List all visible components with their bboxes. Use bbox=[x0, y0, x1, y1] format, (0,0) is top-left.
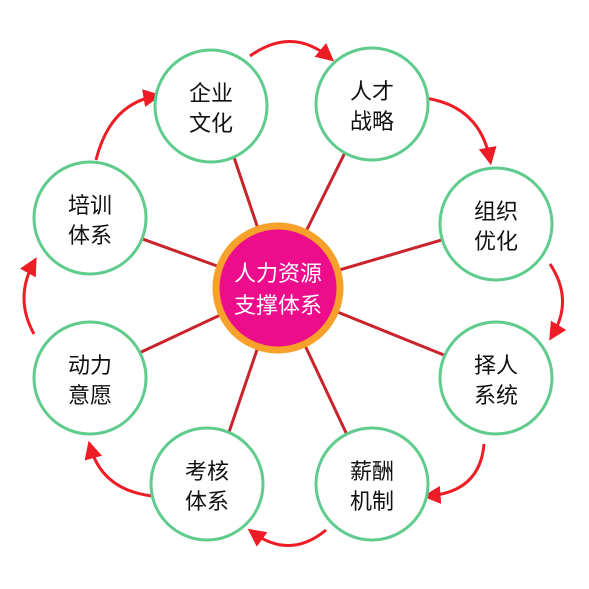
node-motivation: 动力 意愿 bbox=[32, 320, 148, 436]
node-circle bbox=[32, 320, 148, 436]
node-appraisal: 考核 体系 bbox=[149, 426, 265, 542]
node-label-line2: 文化 bbox=[189, 112, 233, 137]
cycle-arrow bbox=[20, 257, 37, 335]
node-circle bbox=[149, 426, 265, 542]
cycle-arrow bbox=[249, 40, 335, 62]
cycle-arrow bbox=[548, 263, 567, 341]
nodes: 企业 文化 人才 战略 组织 优化 择人 系统 薪酬 机制 考核 体系 bbox=[32, 46, 554, 542]
cycle-arrow bbox=[424, 96, 497, 166]
cycle-arrow bbox=[422, 443, 486, 505]
node-label-line1: 薪酬 bbox=[350, 460, 394, 485]
node-label-line1: 培训 bbox=[68, 194, 112, 219]
node-label-line1: 择人 bbox=[474, 354, 518, 379]
node-training: 培训 体系 bbox=[32, 160, 148, 276]
node-label-line2: 系统 bbox=[474, 384, 518, 409]
node-label-line2: 体系 bbox=[68, 224, 112, 249]
node-label-line1: 企业 bbox=[189, 82, 233, 107]
cycle-arrows bbox=[20, 40, 567, 547]
center-ring bbox=[212, 222, 344, 354]
node-label-line2: 优化 bbox=[474, 230, 518, 255]
node-circle bbox=[32, 160, 148, 276]
node-circle bbox=[314, 46, 430, 162]
center-hub: 人力资源 支撑体系 bbox=[212, 222, 344, 354]
cycle-arrow bbox=[84, 440, 153, 498]
node-label-line1: 动力 bbox=[68, 354, 112, 379]
center-label-line2: 支撑体系 bbox=[234, 294, 322, 319]
node-talent-strategy: 人才 战略 bbox=[314, 46, 430, 162]
node-label-line2: 意愿 bbox=[68, 384, 112, 409]
node-label-line2: 机制 bbox=[350, 490, 394, 515]
cycle-arrow bbox=[94, 89, 162, 161]
node-org-optimization: 组织 优化 bbox=[438, 166, 554, 282]
node-label-line1: 组织 bbox=[474, 200, 518, 225]
node-selection-system: 择人 系统 bbox=[438, 320, 554, 436]
node-circle bbox=[438, 166, 554, 282]
node-label-line1: 人才 bbox=[350, 80, 394, 105]
cycle-arrow bbox=[247, 528, 327, 547]
node-circle bbox=[438, 320, 554, 436]
node-label-line2: 体系 bbox=[185, 490, 229, 515]
node-label-line1: 考核 bbox=[185, 460, 229, 485]
node-label-line2: 战略 bbox=[350, 110, 394, 135]
node-compensation: 薪酬 机制 bbox=[314, 426, 430, 542]
node-circle bbox=[314, 426, 430, 542]
node-circle bbox=[153, 48, 269, 164]
center-label-line1: 人力资源 bbox=[234, 262, 322, 287]
node-culture: 企业 文化 bbox=[153, 48, 269, 164]
